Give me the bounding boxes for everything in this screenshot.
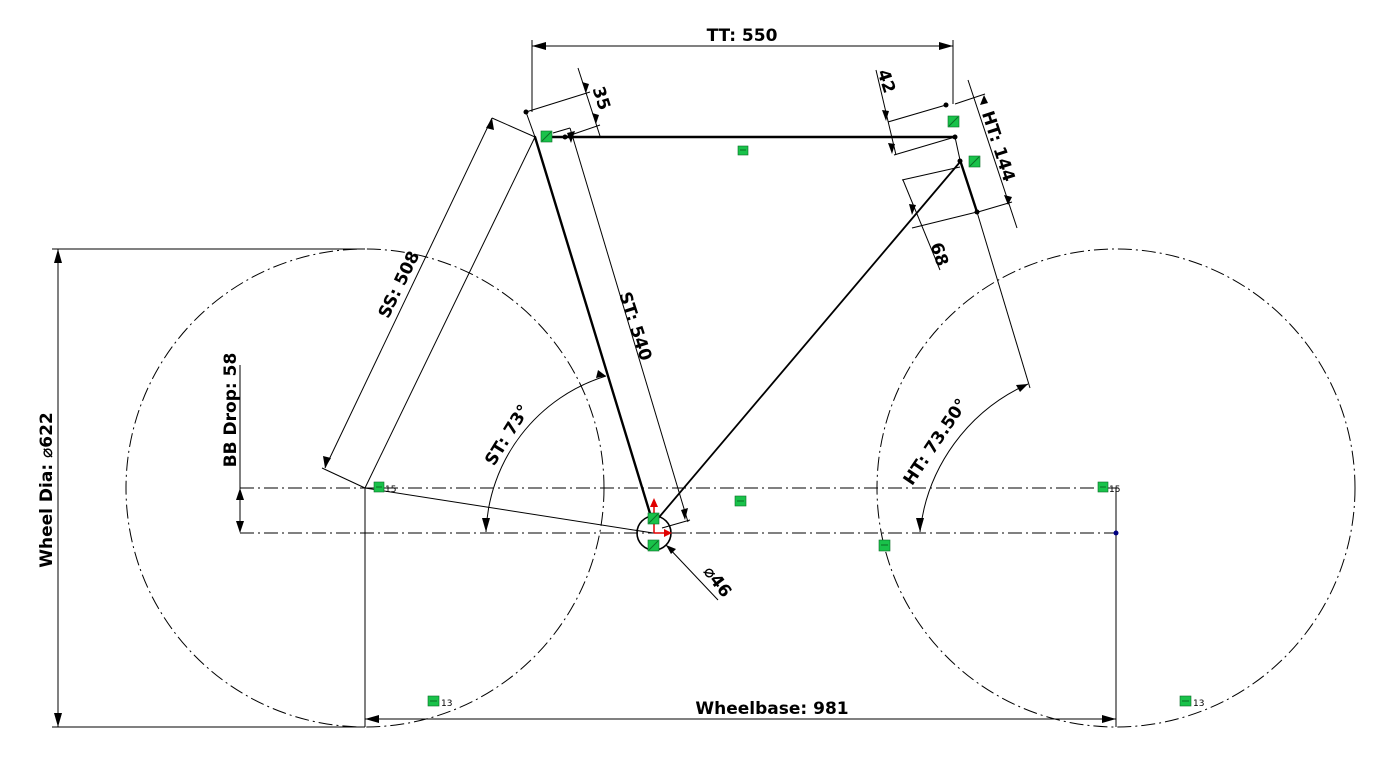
bb-leader-arrow	[666, 545, 676, 554]
bb-drop-label[interactable]: BB Drop: 58	[221, 353, 241, 468]
bb-leader	[665, 544, 719, 601]
bb-drop-arrow-top	[236, 488, 244, 500]
offset-42-label[interactable]: 42	[873, 67, 899, 96]
front-ground-tag: 13	[1193, 699, 1204, 709]
relation-marker-head-parallel[interactable]	[968, 155, 981, 168]
down-tube-line[interactable]	[654, 161, 961, 523]
ht-angle-arrow-bottom	[916, 518, 924, 532]
head-tube-line[interactable]	[958, 158, 979, 214]
origin-y-arrow	[650, 498, 658, 507]
relation-marker-seat-top[interactable]	[540, 130, 553, 143]
rear-axle-tag: 15	[385, 485, 396, 495]
bb-diameter-label[interactable]: ⌀46	[699, 562, 735, 601]
endpoint-head-bottom[interactable]	[974, 209, 980, 215]
relation-marker-front-ground-line[interactable]	[878, 539, 891, 552]
tt-arrow-right	[939, 42, 953, 50]
origin-x-arrow	[664, 529, 672, 537]
endpoint-front-axle-ground[interactable]	[1113, 530, 1119, 536]
st-label[interactable]: ST: 540	[614, 290, 655, 364]
tt-arrow-left	[532, 42, 546, 50]
chain-stay-line[interactable]	[364, 487, 654, 534]
tt-label[interactable]: TT: 550	[707, 26, 778, 46]
relation-marker-rear-axle[interactable]: 15	[373, 481, 396, 495]
relation-marker-bb-line[interactable]	[734, 495, 747, 507]
relation-marker-rear-ground[interactable]: 13	[427, 695, 452, 709]
ss-label[interactable]: SS: 508	[375, 248, 425, 321]
bb-drop-arrow-bottom	[236, 521, 244, 533]
seat-tube-line[interactable]	[533, 135, 654, 522]
rear-ground-tag: 13	[441, 699, 452, 709]
ht-axis-extension	[976, 211, 1031, 389]
seat-tube-dim	[552, 127, 691, 529]
st-angle-arc	[485, 375, 607, 533]
wheel-dia-arrow-bottom	[54, 713, 62, 727]
head-tube-dim	[954, 79, 1018, 229]
ht-label[interactable]: HT: 144	[977, 109, 1019, 185]
offset-68-label[interactable]: 68	[926, 240, 952, 269]
wheelbase-arrow-right	[1102, 715, 1116, 723]
relation-marker-head-top[interactable]	[947, 115, 960, 128]
front-axle-tag: 15	[1109, 485, 1120, 495]
offset-42-dim	[875, 69, 956, 156]
relation-marker-bb-top[interactable]	[647, 512, 660, 525]
relation-marker-front-axle[interactable]: 15	[1097, 481, 1120, 495]
offset-68-dim	[901, 166, 978, 271]
endpoint-seat-top[interactable]	[523, 109, 529, 115]
wheel-dia-label[interactable]: Wheel Dia: ⌀622	[37, 412, 57, 568]
head-tube-extension	[954, 136, 961, 161]
relation-marker-bb-bottom[interactable]	[647, 539, 660, 552]
seat-top-extension	[525, 111, 536, 138]
endpoint-head-top[interactable]	[943, 102, 949, 108]
st-angle-arrow-bottom	[482, 518, 490, 532]
seat-stay-dim	[321, 117, 536, 489]
endpoint-top-tube-rear[interactable]	[562, 134, 568, 140]
relation-marker-horizontal-top[interactable]	[737, 145, 749, 156]
offset-35-dim	[525, 67, 601, 138]
ht-angle-arc	[919, 383, 1029, 533]
wheelbase-label[interactable]: Wheelbase: 981	[695, 699, 848, 719]
st-angle-label[interactable]: ST: 73°	[481, 401, 534, 469]
wheelbase-arrow-left	[365, 715, 379, 723]
relation-marker-front-ground[interactable]: 13	[1179, 695, 1204, 709]
st-angle-arrow-top	[596, 370, 606, 378]
endpoint-top-tube-front[interactable]	[952, 134, 958, 140]
ht-angle-arrow-top	[1016, 384, 1028, 392]
wheel-dia-arrow-top	[54, 249, 62, 263]
endpoint-head-mid[interactable]	[957, 158, 963, 164]
seat-stay-line[interactable]	[364, 136, 536, 489]
